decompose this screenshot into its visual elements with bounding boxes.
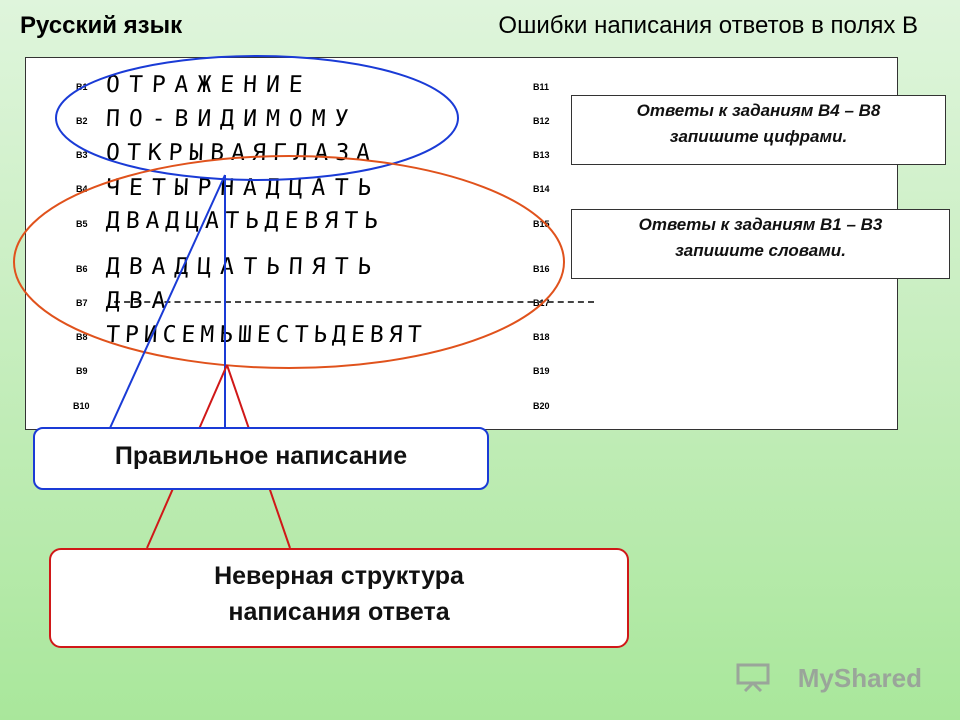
blue-pointer-left	[109, 174, 226, 429]
orange-ellipse	[13, 155, 565, 369]
callout-words-line2: запишите словами.	[675, 241, 846, 260]
field-label-b12: B12	[533, 116, 550, 126]
field-label-b8: B8	[76, 332, 88, 342]
slide-title: Ошибки написания ответов в полях В	[498, 12, 918, 39]
field-label-b7: B7	[76, 298, 88, 308]
subject-title: Русский язык	[20, 12, 183, 39]
presentation-icon	[736, 663, 770, 692]
watermark-logo: MyShared	[797, 663, 922, 693]
field-label-b18: B18	[533, 332, 550, 342]
blue-ellipse	[55, 55, 459, 181]
correct-spelling-box: Правильное написание	[33, 427, 489, 490]
callout-digits: Ответы к заданиям В4 – В8 запишите цифра…	[571, 95, 946, 165]
callout-words: Ответы к заданиям В1 – В3 запишите слова…	[571, 209, 950, 279]
field-label-b11: B11	[533, 82, 550, 92]
field-label-b4: B4	[76, 184, 88, 194]
field-label-b5: B5	[76, 219, 88, 229]
field-label-b10: B10	[73, 401, 90, 411]
callout-digits-line2: запишите цифрами.	[669, 127, 848, 146]
field-label-b6: B6	[76, 264, 88, 274]
field-label-b2: B2	[76, 116, 88, 126]
wrong-structure-line1: Неверная структура	[214, 562, 464, 590]
field-label-b16: B16	[533, 264, 550, 274]
field-label-b9: B9	[76, 366, 88, 376]
callout-digits-line1: Ответы к заданиям В4 – В8	[636, 101, 881, 120]
field-label-b20: B20	[533, 401, 550, 411]
field-label-b15: B15	[533, 219, 550, 229]
field-label-b14: B14	[533, 184, 550, 194]
field-label-b13: B13	[533, 150, 550, 160]
field-label-b3: B3	[76, 150, 88, 160]
field-label-b19: B19	[533, 366, 550, 376]
section-divider	[114, 301, 594, 303]
callout-words-line1: Ответы к заданиям В1 – В3	[638, 215, 883, 234]
wrong-structure-line2: написания ответа	[228, 598, 450, 626]
wrong-structure-box: Неверная структура написания ответа	[49, 548, 629, 648]
